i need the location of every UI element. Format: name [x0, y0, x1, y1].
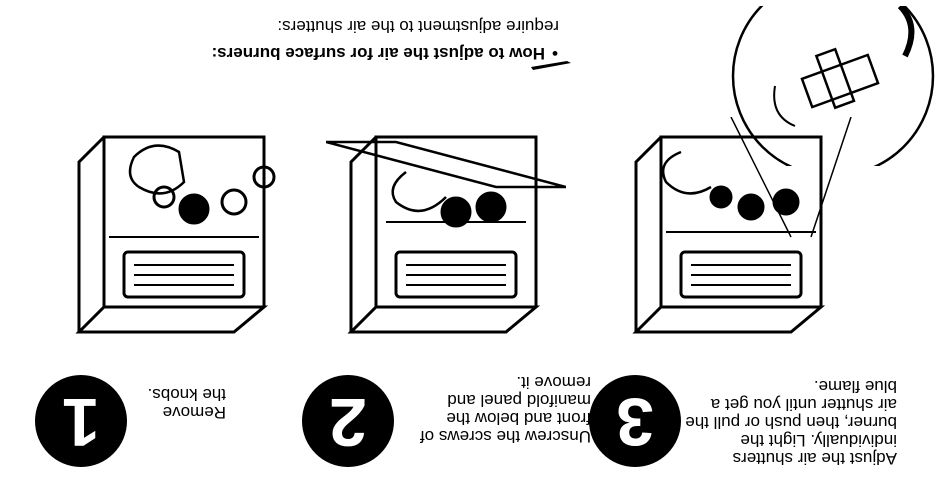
- step-1-text: Remove the knobs.: [138, 385, 226, 421]
- step-3-text: Adjust the air shutters individually. Li…: [685, 377, 897, 467]
- step-3-number: 3: [616, 384, 654, 460]
- hand: [663, 152, 711, 193]
- step-3-badge: 3: [587, 373, 683, 469]
- step-1-illustration: [64, 117, 294, 347]
- step-2-number: 2: [329, 384, 367, 460]
- heading-bullet: •: [552, 43, 558, 63]
- cabinet-front: [104, 137, 264, 307]
- cabinet-side: [79, 137, 104, 332]
- hand: [393, 172, 446, 211]
- hand: [130, 146, 184, 194]
- air-shutter-detail: [720, 6, 945, 166]
- intro-text: require adjustment to the air shutters:: [19, 16, 559, 36]
- knob-center: [180, 195, 208, 223]
- step-2-badge: 2: [300, 373, 396, 469]
- step-2-text: Unscrew the screws of front and below th…: [401, 373, 591, 445]
- step-1-badge: 1: [33, 373, 129, 469]
- cabinet-top: [79, 307, 264, 332]
- manifold-panel: [326, 142, 566, 187]
- section-heading: How to adjust the air for surface burner…: [212, 43, 545, 63]
- knob-left: [222, 190, 246, 214]
- step-1-number: 1: [62, 384, 100, 460]
- step-2-illustration: [326, 117, 566, 347]
